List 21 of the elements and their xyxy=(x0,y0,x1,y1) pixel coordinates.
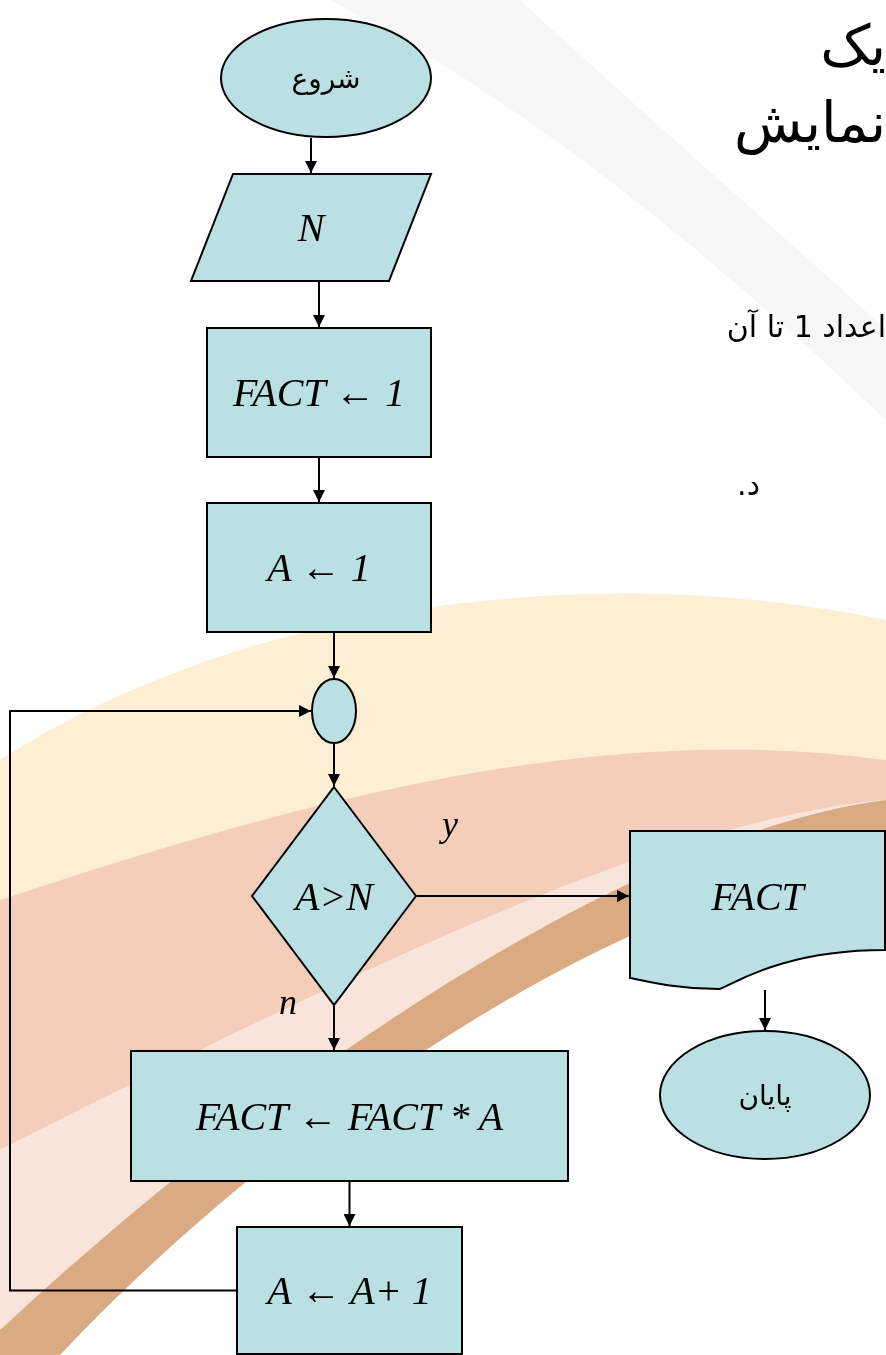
arrow xyxy=(759,989,771,1031)
terminal-ellipse: شروع xyxy=(220,18,432,138)
connector-circle xyxy=(311,678,357,744)
arrow xyxy=(416,890,630,902)
input-parallelogram: N xyxy=(190,173,432,282)
arrow xyxy=(313,281,325,328)
arrow xyxy=(328,632,340,679)
arrow xyxy=(9,705,312,1292)
process-box: A ← 1 xyxy=(206,502,432,633)
slide-text: د. xyxy=(737,470,760,500)
process-box: FACT ← FACT * A xyxy=(130,1050,569,1182)
slide-text: یک xyxy=(820,18,886,74)
terminal-ellipse: پایان xyxy=(659,1030,871,1160)
arrow xyxy=(313,457,325,503)
arrow xyxy=(305,137,317,174)
process-box: A ← A+ 1 xyxy=(236,1226,463,1355)
arrow xyxy=(328,743,340,787)
process-box: FACT ← 1 xyxy=(206,327,432,458)
document-shape: FACT xyxy=(629,830,886,990)
arrow xyxy=(343,1181,356,1227)
arrow xyxy=(328,1005,340,1051)
